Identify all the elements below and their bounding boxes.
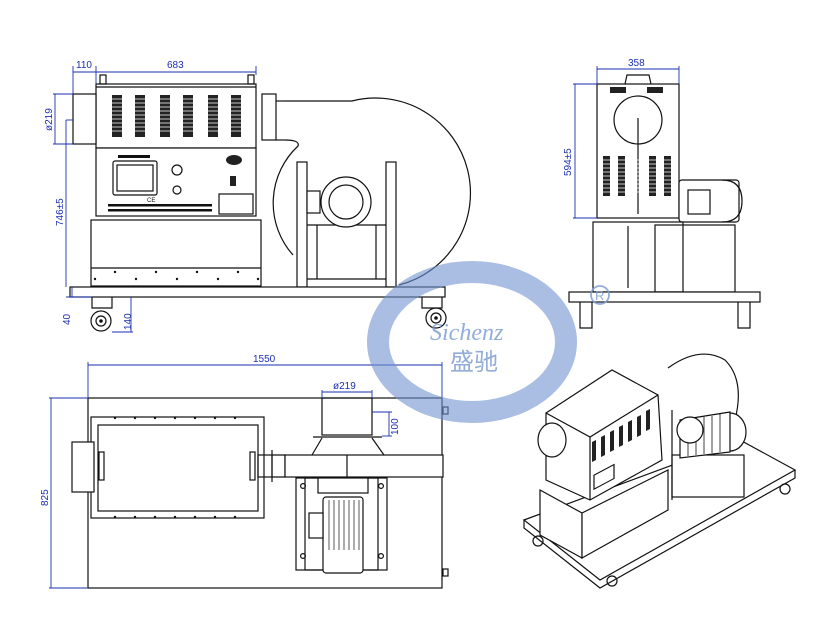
dim-side-height: 594±5 [563,148,574,176]
top-view [71,397,449,589]
svg-text:CE: CE [147,198,155,204]
isometric-view [522,353,797,589]
dim-height: 746±5 [55,198,66,226]
front-dimensions: 110 683 ø219 746±5 40 140 [44,60,257,333]
dim-inlet-offset: 110 [76,60,92,71]
watermark: Sichenz 盛驰 R [367,261,610,423]
front-view: CE [69,74,471,332]
dim-overall-length: 1550 [253,354,276,365]
dim-heater-width: 683 [167,60,184,71]
dim-outlet-length: 100 [390,418,401,435]
dim-frame-height: 40 [62,313,73,325]
dim-overall-width: 825 [40,489,51,506]
dim-side-width: 358 [628,58,645,69]
dim-outlet-diameter: ø219 [333,381,356,392]
watermark-brand-latin: Sichenz [430,320,504,346]
watermark-brand-cn: 盛驰 [450,348,498,376]
svg-text:R: R [595,288,604,303]
side-dimensions: 358 594±5 [563,58,680,219]
side-view [568,74,761,329]
registered-trademark-icon [590,285,610,305]
dim-inlet-diameter: ø219 [44,108,55,131]
dim-wheel-height: 140 [123,313,134,330]
